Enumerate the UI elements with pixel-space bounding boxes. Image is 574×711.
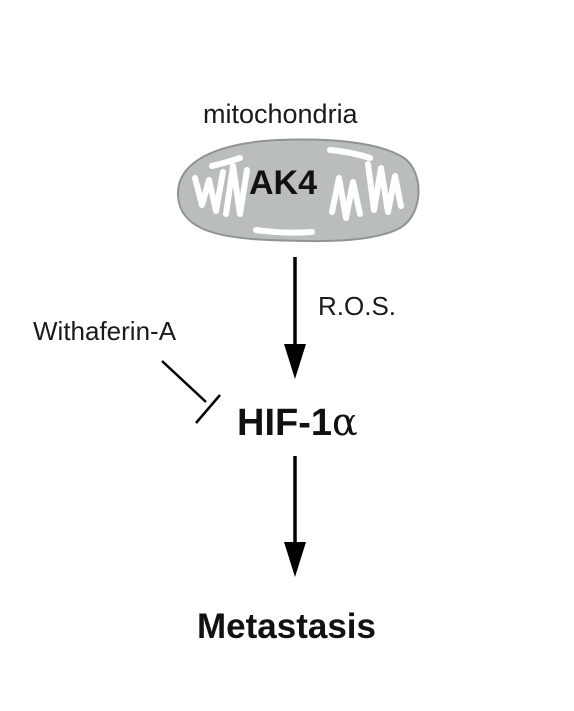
hif-1-alpha-label: HIF-1α (237, 400, 358, 445)
mitochondria-label: mitochondria (203, 99, 358, 129)
arrow-metastasis-head (284, 542, 306, 577)
arrow-ros-head (284, 344, 306, 379)
metastasis-label: Metastasis (197, 607, 376, 646)
inhibition-line (161, 360, 207, 403)
hif-prefix: HIF-1 (237, 402, 332, 444)
ak4-label: AK4 (249, 164, 318, 202)
withaferin-a-label: Withaferin-A (33, 316, 177, 346)
cristae-icon (192, 147, 404, 236)
inhibition-bar (195, 394, 221, 424)
alpha-symbol: α (332, 400, 358, 444)
ros-label: R.O.S. (318, 291, 397, 321)
